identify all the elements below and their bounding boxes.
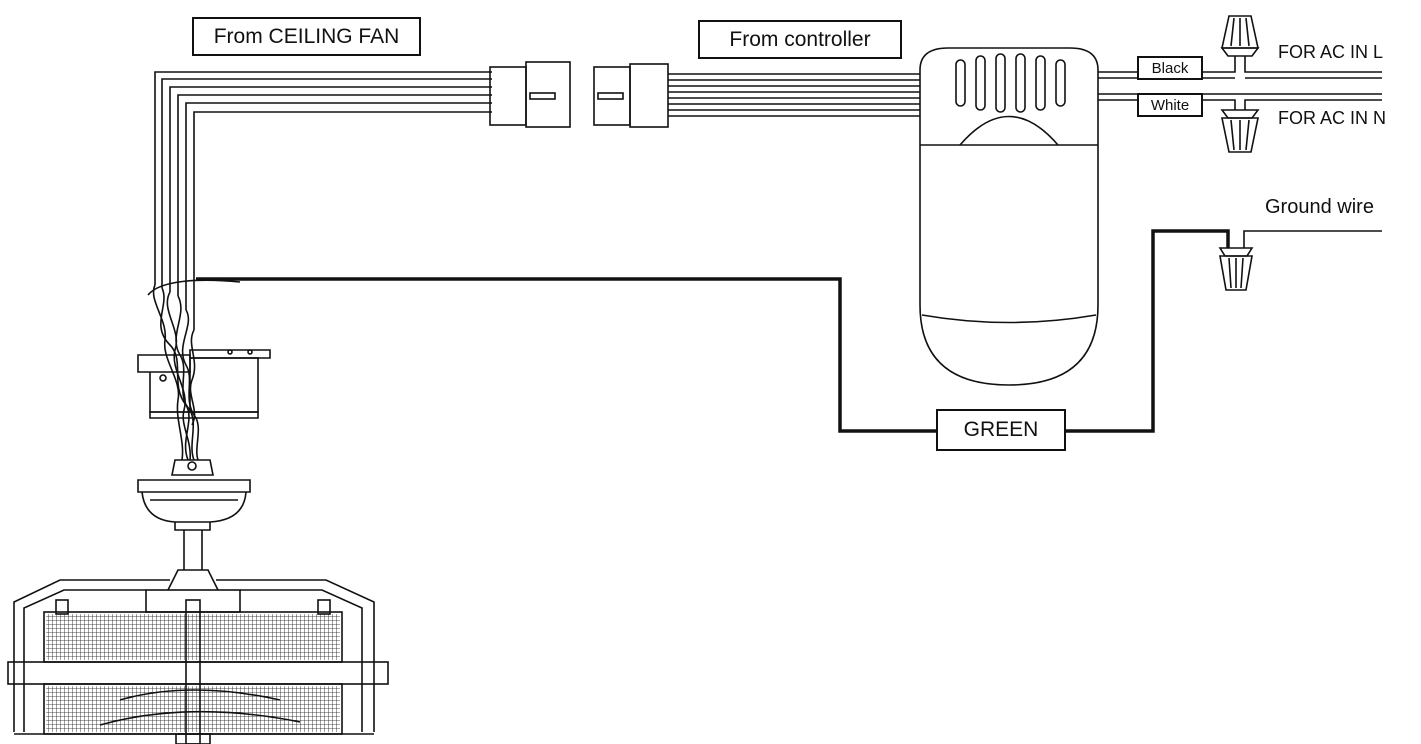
controller-cable (668, 73, 920, 117)
green-wire-label: GREEN (936, 409, 1066, 451)
from-controller-label: From controller (698, 20, 902, 59)
fan-cable (154, 71, 492, 330)
controller-side-connector (593, 63, 669, 128)
green-wire (196, 277, 936, 433)
wire-nut-neutral-icon (1220, 109, 1260, 153)
fan-side-connector (489, 61, 571, 128)
wire-nut-line-icon (1220, 15, 1260, 57)
ground-wire-label: Ground wire (1265, 196, 1374, 218)
white-wire-label: White (1137, 93, 1203, 117)
black-wire-label: Black (1137, 56, 1203, 80)
cage-mesh-bottom (46, 686, 340, 732)
wire-bundle (147, 279, 241, 461)
ac-in-l-label: FOR AC IN L (1278, 42, 1384, 62)
ac-in-n-label: FOR AC IN N (1278, 108, 1387, 128)
controller-receiver (919, 47, 1099, 386)
ac-line-wire (1098, 56, 1382, 79)
fan-canopy (137, 459, 251, 570)
ac-neutral-wire (1098, 93, 1382, 110)
mounting-bracket (137, 349, 271, 419)
ground-wire (1064, 229, 1382, 433)
from-ceiling-fan-label: From CEILING FAN (192, 17, 421, 56)
cage-mesh-top (46, 614, 340, 660)
caged-fan (7, 569, 389, 744)
wire-nut-ground-icon (1218, 247, 1254, 291)
